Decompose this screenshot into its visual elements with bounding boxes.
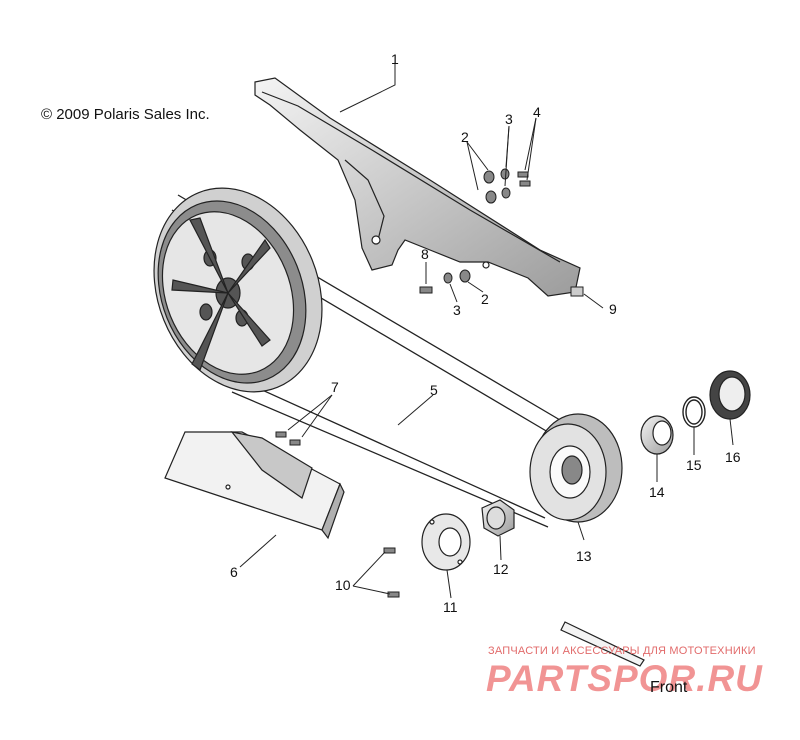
callout-2-upper: 2 — [461, 129, 469, 145]
spacer-14 — [640, 415, 674, 455]
callout-belt-guard: 6 — [230, 564, 238, 580]
front-label: Front — [650, 679, 688, 696]
front-direction-arrow — [560, 621, 645, 667]
callout-belt: 5 — [430, 382, 438, 398]
callout-3-lower: 3 — [453, 302, 461, 318]
sprocket-nut — [481, 499, 515, 537]
callout-2-lower: 2 — [481, 291, 489, 307]
callout-7: 7 — [331, 379, 339, 395]
callout-8: 8 — [421, 246, 429, 262]
callout-o-ring: 15 — [686, 457, 702, 473]
rear-wheel-pulley — [153, 187, 323, 393]
watermark-brand: PARTSPOR.RU — [486, 658, 763, 699]
callout-4: 4 — [533, 104, 541, 120]
callout-chain-guard: 1 — [391, 51, 399, 67]
hardware-fasteners — [275, 168, 584, 598]
copyright-notice: © 2009 Polaris Sales Inc. — [41, 106, 210, 123]
callout-10: 10 — [335, 577, 351, 593]
callout-3-upper: 3 — [505, 111, 513, 127]
drive-sprocket — [529, 413, 623, 523]
belt-guard-lower — [164, 431, 345, 540]
callout-seal: 16 — [725, 449, 741, 465]
lock-plate — [421, 513, 471, 571]
callout-9: 9 — [609, 301, 617, 317]
callout-sprocket: 13 — [576, 548, 592, 564]
callout-lock-plate: 11 — [443, 599, 458, 615]
watermark-tagline: ЗАПЧАСТИ И АКСЕССУАРЫ ДЛЯ МОТОТЕХНИКИ — [488, 645, 756, 657]
o-ring-15 — [682, 396, 706, 428]
callout-spacer: 14 — [649, 484, 665, 500]
chain-guard — [254, 77, 581, 297]
callout-nut: 12 — [493, 561, 509, 577]
leader-lines — [239, 62, 734, 599]
seal-16 — [709, 370, 751, 420]
